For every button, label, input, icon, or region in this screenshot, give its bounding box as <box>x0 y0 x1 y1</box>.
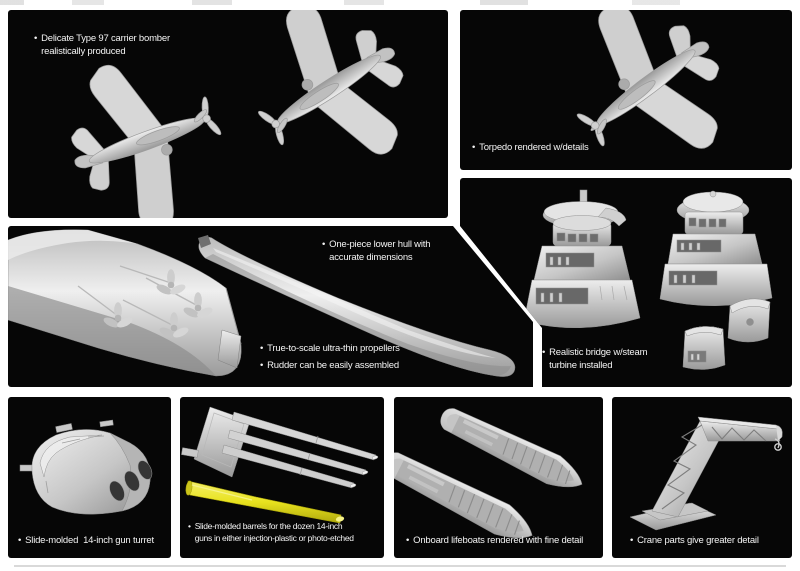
type97-bomber-left <box>46 35 247 218</box>
caption-lifeboats: • Onboard lifeboats rendered with fine d… <box>406 534 583 547</box>
caption-line: turbine installed <box>549 360 613 372</box>
scan-artifact-top <box>0 0 800 5</box>
caption-line: accurate dimensions <box>329 252 413 264</box>
caption-line: Realistic bridge w/steam <box>549 347 648 358</box>
scan-artifact-bottom <box>14 565 786 567</box>
caption-aircraft: • Delicate Type 97 carrier bomber realis… <box>34 32 170 59</box>
caption-lower-hull: • One-piece lower hull with accurate dim… <box>322 238 430 265</box>
caption-line: One-piece lower hull with <box>329 239 431 250</box>
stern-hull-model <box>8 229 242 377</box>
caption-rudder: • Rudder can be easily assembled <box>260 359 399 372</box>
caption-line: Delicate Type 97 carrier bomber <box>41 33 170 44</box>
caption-line: Torpedo rendered w/details <box>479 142 589 153</box>
turret-model <box>19 419 153 515</box>
barrel-models <box>181 406 379 524</box>
lower-hull-model <box>198 235 516 377</box>
caption-line: Onboard lifeboats rendered with fine det… <box>413 535 584 546</box>
bullet: • <box>406 535 410 546</box>
bullet: • <box>542 347 546 358</box>
caption-propellers: • True-to-scale ultra-thin propellers <box>260 342 400 355</box>
panel-aircraft: • Delicate Type 97 carrier bomber realis… <box>8 10 448 218</box>
bridge-block-small-left <box>682 326 726 370</box>
yellow-barrel-model <box>185 480 345 524</box>
bullet: • <box>472 142 476 153</box>
bullet: • <box>188 521 191 531</box>
bridge-block-small-right <box>727 298 771 343</box>
rudder-part <box>217 329 242 369</box>
bullet: • <box>260 360 264 371</box>
bridge-models <box>523 189 773 370</box>
bullet: • <box>260 343 264 354</box>
caption-bridge: • Realistic bridge w/steam turbine insta… <box>542 346 647 373</box>
caption-line: realistically produced <box>41 46 126 58</box>
crane-model <box>629 416 783 531</box>
caption-torpedo: • Torpedo rendered w/details <box>472 141 589 154</box>
torpedo-bomber-model <box>533 10 758 170</box>
caption-line: Crane parts give greater detail <box>637 535 759 546</box>
caption-crane: • Crane parts give greater detail <box>630 534 759 547</box>
caption-line: Slide-molded barrels for the dozen 14-in… <box>194 521 343 531</box>
bullet: • <box>322 239 326 250</box>
bridge-tower-a <box>523 189 641 329</box>
panel-turret: • Slide-molded 14-inch gun turret <box>8 397 171 558</box>
caption-line: True-to-scale ultra-thin propellers <box>267 343 400 354</box>
caption-line: Rudder can be easily assembled <box>267 360 399 371</box>
caption-line: guns in either injection-plastic or phot… <box>194 532 354 543</box>
bullet: • <box>18 535 22 546</box>
bow-fitting <box>198 235 211 248</box>
caption-barrels: • Slide-molded barrels for the dozen 14-… <box>188 521 354 545</box>
panel-torpedo: • Torpedo rendered w/details <box>460 10 792 170</box>
hull-models <box>8 229 516 377</box>
panel-crane: • Crane parts give greater detail <box>612 397 792 558</box>
bullet: • <box>34 33 38 44</box>
panel-hull: • One-piece lower hull with accurate dim… <box>8 226 533 387</box>
bridge-tower-b <box>659 190 773 306</box>
truss-lattice <box>661 424 767 510</box>
bullet: • <box>630 535 634 546</box>
crane-hook <box>774 443 782 451</box>
panel-lifeboats: • Onboard lifeboats rendered with fine d… <box>394 397 603 558</box>
barrel-sprue-model <box>181 406 379 489</box>
type97-bomber-right <box>219 10 439 202</box>
caption-turret: • Slide-molded 14-inch gun turret <box>18 534 154 547</box>
panel-barrels: • Slide-molded barrels for the dozen 14-… <box>180 397 384 558</box>
caption-line: Slide-molded 14-inch gun turret <box>25 535 154 546</box>
